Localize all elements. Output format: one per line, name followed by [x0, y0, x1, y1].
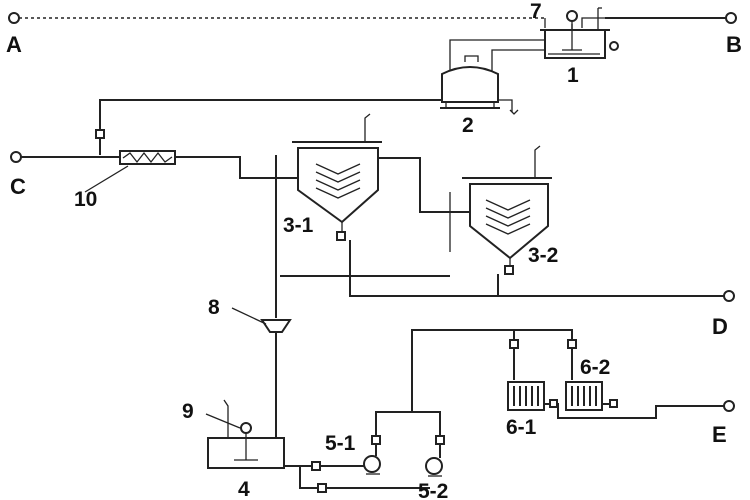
- unit-10-heat-exchanger: [84, 150, 176, 193]
- unit-1-tank: [540, 7, 619, 59]
- pipe-10-to-3-1: [175, 156, 300, 179]
- stream-label-a: A: [6, 32, 22, 57]
- pipe-2-to-c-line: [99, 99, 442, 155]
- unit-label-7: 7: [530, 0, 542, 23]
- unit-8-separator: [231, 307, 292, 438]
- unit-label-10: 10: [74, 188, 97, 211]
- filter-6-1: [507, 381, 545, 411]
- filter-6-2: [565, 381, 603, 411]
- unit-3-1-settler: [292, 113, 382, 241]
- unit-9-motor: [205, 413, 252, 434]
- unit-label-6-1: 6-1: [506, 416, 537, 439]
- pipe-pumps-to-filters: [411, 329, 573, 412]
- pump-5-2: [412, 411, 445, 477]
- pipe-1-to-2: [449, 39, 545, 72]
- stream-a-line: [8, 12, 546, 28]
- unit-label-5-2: 5-2: [418, 480, 448, 500]
- outlet-e-node: [723, 400, 735, 412]
- stream-label-e: E: [712, 422, 727, 447]
- inlet-a-node: [8, 12, 20, 24]
- pipe-3-1-to-3-2: [378, 157, 470, 213]
- unit-label-9: 9: [182, 400, 194, 423]
- outlet-d-node: [723, 290, 735, 302]
- stream-d-line: [349, 240, 724, 297]
- inlet-c-node: [10, 151, 22, 163]
- pipe-2-to-1: [491, 49, 545, 72]
- unit-2-tank: [440, 66, 519, 115]
- unit-7-motor: [566, 10, 578, 30]
- pipe-4-to-5-2: [299, 466, 430, 489]
- outlet-b-node: [725, 12, 737, 24]
- unit-label-2: 2: [462, 114, 474, 137]
- unit-label-5-1: 5-1: [325, 432, 356, 455]
- stream-label-d: D: [712, 314, 728, 339]
- stream-b-line: [581, 12, 737, 28]
- unit-label-4: 4: [238, 478, 250, 500]
- unit-label-8: 8: [208, 296, 220, 319]
- unit-label-6-2: 6-2: [580, 356, 610, 379]
- unit-label-1: 1: [567, 64, 579, 87]
- unit-4-tank: [207, 399, 285, 469]
- unit-3-2-settler: [462, 145, 552, 275]
- stream-label-c: C: [10, 174, 26, 199]
- stream-label-b: B: [726, 32, 742, 57]
- unit-label-3-1: 3-1: [283, 214, 314, 237]
- pump-5-1: [363, 411, 412, 475]
- unit-label-3-2: 3-2: [528, 244, 558, 267]
